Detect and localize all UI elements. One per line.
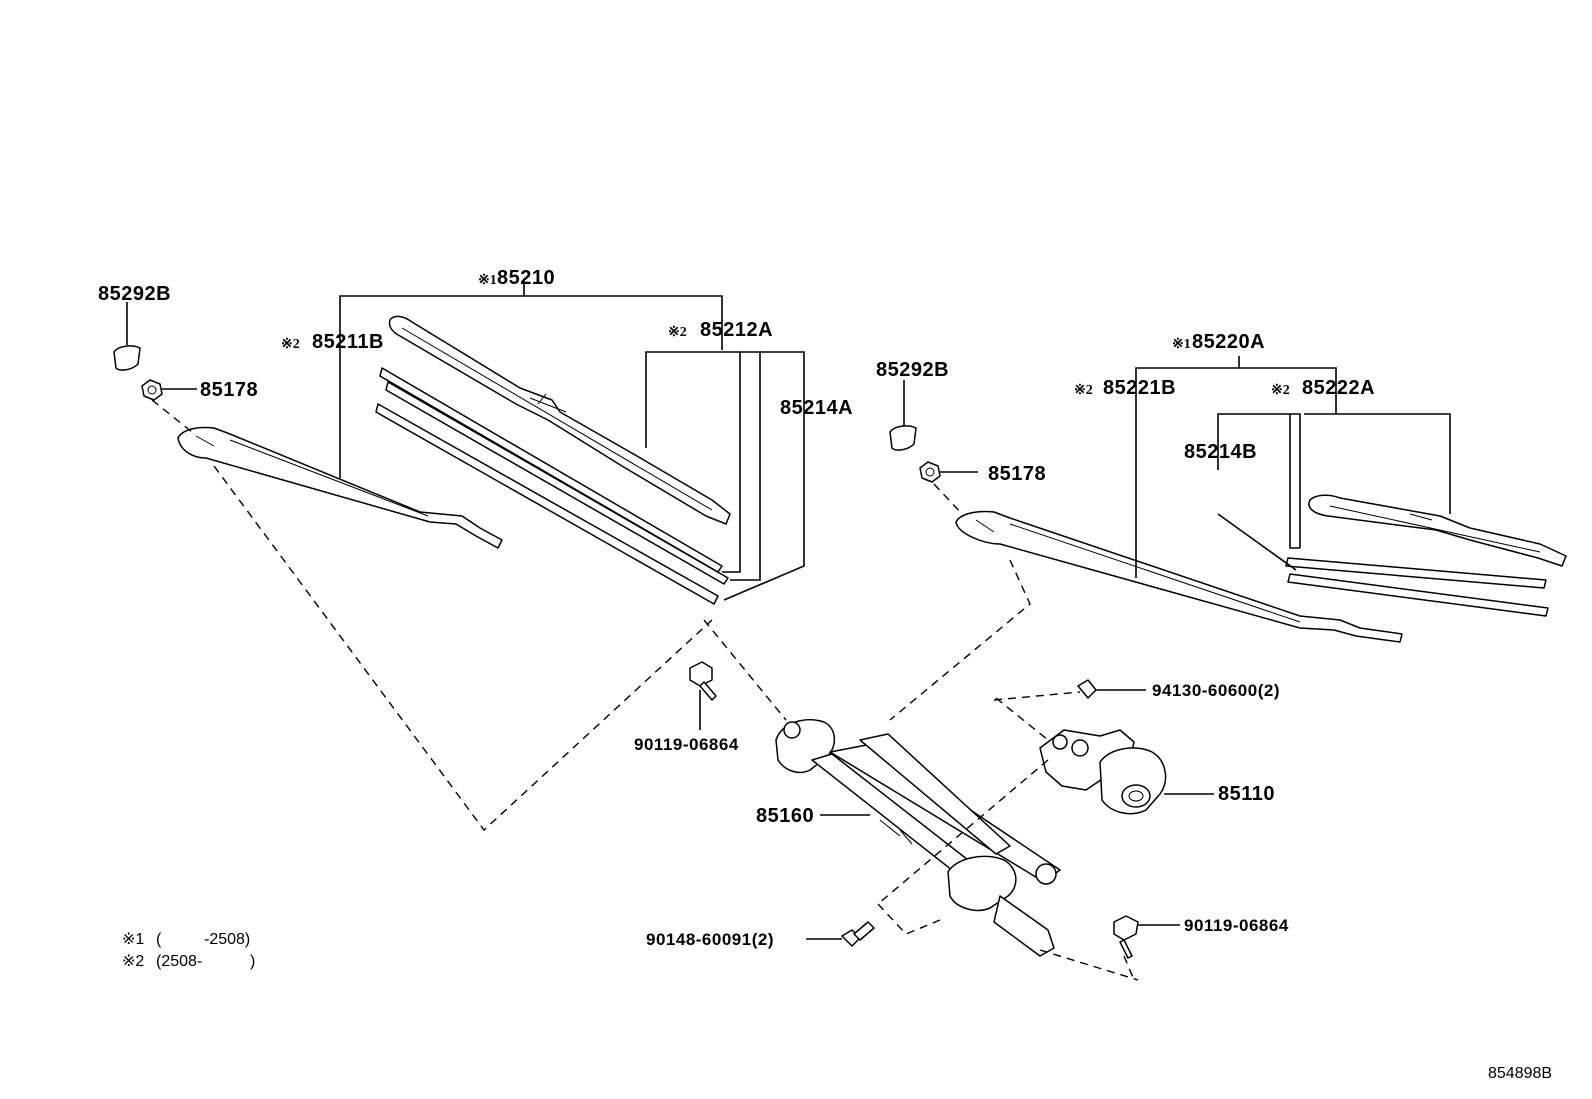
label-bolt-bottom: 90148-60091(2) <box>646 930 774 949</box>
wiper-arm-right-part <box>955 510 1403 643</box>
label-refill-right-b: 85221B <box>1103 377 1176 399</box>
label-bolt-motor: 90119-06864 <box>1184 916 1289 935</box>
bracket-lines-right <box>1135 356 1451 578</box>
label-rubber-right: 85214B <box>1184 441 1257 463</box>
note2-close: ) <box>250 953 255 970</box>
label-refill-left-b: 85211B <box>312 331 384 353</box>
refill-left-part <box>379 367 729 585</box>
bolt-bottom-part <box>806 921 875 947</box>
label-bolt-link: 90119-06864 <box>634 735 739 754</box>
mark-blade-right: ※1 <box>1172 337 1191 352</box>
assembly-dashed-lines <box>151 399 1139 981</box>
cap-left-part <box>113 302 141 371</box>
wiper-blade-left-part <box>388 315 731 525</box>
wiper-link-part <box>775 719 1061 957</box>
mark-refill-right-b: ※2 <box>1074 383 1093 398</box>
mark-refill-right-a: ※2 <box>1271 383 1290 398</box>
label-refill-right-a: 85222A <box>1302 377 1375 399</box>
label-grommet: 94130-60600(2) <box>1152 681 1280 700</box>
nut-right-part <box>919 461 978 483</box>
note1-range: -2508) <box>204 931 250 948</box>
refill-right-part <box>1285 557 1549 617</box>
label-blade-right: 85220A <box>1192 331 1265 353</box>
mark-blade-left: ※1 <box>478 273 497 288</box>
label-rubber-left: 85214A <box>780 397 853 419</box>
label-nut-right: 85178 <box>988 463 1046 485</box>
label-cap-right: 85292B <box>876 359 949 381</box>
note2-mark: ※2 <box>122 953 144 970</box>
nut-left-part <box>141 379 197 401</box>
rubber-left-part <box>375 403 719 605</box>
label-refill-left-a: 85212A <box>700 319 773 341</box>
note2-range: (2508- <box>156 953 202 970</box>
bolt-link-part <box>689 661 717 730</box>
wiper-motor-part <box>1039 729 1167 815</box>
label-cap-left: 85292B <box>98 283 171 305</box>
mark-refill-left-b: ※2 <box>281 337 300 352</box>
wiper-arm-left-part <box>177 426 503 549</box>
label-link: 85160 <box>756 805 814 827</box>
bolt-motor-part <box>1113 915 1180 959</box>
note1-mark: ※1 <box>122 931 144 948</box>
label-blade-left: 85210 <box>497 267 555 289</box>
cap-right-part <box>889 380 917 451</box>
label-motor: 85110 <box>1218 783 1275 805</box>
grommet-part <box>1077 679 1146 699</box>
label-nut-left: 85178 <box>200 379 258 401</box>
note1-open: ( <box>156 931 162 948</box>
mark-refill-left-a: ※2 <box>668 325 687 340</box>
bracket-lines-left <box>339 281 805 601</box>
wiper-blade-right-part <box>1308 494 1567 567</box>
drawing-number: 854898B <box>1488 1065 1552 1082</box>
